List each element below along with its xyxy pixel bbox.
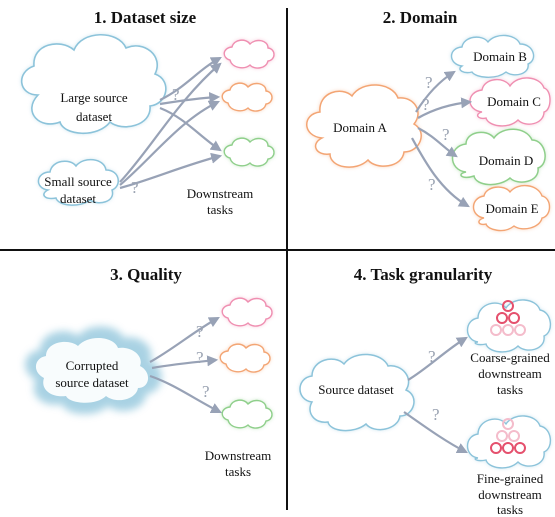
class-circle — [514, 442, 526, 454]
domain-b-cloud — [450, 34, 535, 78]
downstream-label-line2: tasks — [207, 202, 233, 217]
question-mark: ? — [196, 322, 204, 341]
downstream-label-line1: Downstream — [205, 448, 271, 463]
fine-label-line1: Fine-grained — [477, 471, 544, 486]
arrow — [415, 70, 456, 113]
panel-title: 1. Dataset size — [94, 8, 197, 27]
panel-domain: 2. Domain Domain A Domain B Domain C Dom… — [306, 8, 551, 232]
arrow — [159, 56, 222, 101]
arrow — [411, 137, 470, 208]
fine-grained-cloud — [466, 415, 551, 469]
panel-title: 4. Task granularity — [354, 265, 493, 284]
arrow — [417, 127, 458, 158]
class-circle — [490, 442, 502, 454]
corrupted-source-label-line2: source dataset — [55, 375, 129, 390]
arrow — [151, 355, 219, 370]
class-circle — [508, 430, 520, 442]
class-circle — [496, 430, 508, 442]
downstream-cloud-pink — [223, 39, 275, 69]
downstream-label-line2: tasks — [225, 464, 251, 479]
arrow — [159, 91, 221, 106]
class-circle — [502, 418, 514, 430]
source-dataset-cloud — [299, 353, 415, 432]
arrow — [149, 316, 220, 363]
domain-c-cloud — [469, 77, 551, 127]
downstream-cloud-green — [221, 399, 273, 429]
domain-c-label: Domain C — [487, 94, 541, 109]
panel-quality: 3. Quality Corrupted source dataset Down… — [25, 265, 273, 479]
domain-d-label: Domain D — [479, 153, 534, 168]
fine-label-line2: downstream — [478, 487, 542, 502]
class-circle — [502, 324, 514, 336]
question-mark: ? — [202, 382, 210, 401]
coarse-label-line1: Coarse-grained — [470, 350, 550, 365]
downstream-label-line1: Downstream — [187, 186, 253, 201]
coarse-circles — [490, 300, 526, 336]
panel-task-granularity: 4. Task granularity Source dataset Coars… — [299, 265, 551, 517]
fine-circles — [490, 418, 526, 454]
corrupted-source-label-line1: Corrupted — [66, 358, 119, 373]
panel-title: 2. Domain — [383, 8, 458, 27]
arrow — [407, 336, 468, 381]
corrupted-source-cloud — [25, 326, 162, 415]
domain-b-label: Domain B — [473, 49, 527, 64]
arrow — [159, 106, 222, 152]
question-mark: ? — [442, 125, 450, 144]
arrow — [119, 100, 220, 186]
downstream-cloud-orange — [221, 82, 273, 112]
downstream-cloud-green — [223, 137, 275, 167]
domain-a-label: Domain A — [333, 120, 387, 135]
question-mark: ? — [428, 175, 436, 194]
large-source-label-line2: dataset — [76, 109, 112, 124]
question-mark: ? — [432, 405, 440, 424]
domain-a-cloud — [306, 84, 422, 168]
question-mark: ? — [172, 85, 180, 104]
class-circle — [502, 442, 514, 454]
arrow — [119, 62, 222, 183]
small-source-label-line1: Small source — [44, 174, 112, 189]
question-mark: ? — [428, 347, 436, 366]
fine-label-line3: tasks — [497, 502, 523, 517]
domain-e-label: Domain E — [485, 201, 538, 216]
class-circle — [514, 324, 526, 336]
panel-title: 3. Quality — [110, 265, 182, 284]
coarse-label-line3: tasks — [497, 382, 523, 397]
question-mark: ? — [131, 178, 139, 197]
class-circle — [496, 312, 508, 324]
large-source-cloud — [20, 34, 167, 134]
small-source-label-line2: dataset — [60, 191, 96, 206]
downstream-cloud-orange — [219, 343, 271, 373]
large-source-label-line1: Large source — [60, 90, 127, 105]
question-mark: ? — [425, 73, 433, 92]
panel-dataset-size: 1. Dataset size Large source dataset Sma… — [20, 8, 275, 217]
arrow — [417, 97, 473, 119]
arrow — [119, 152, 223, 190]
domain-e-cloud — [472, 185, 551, 232]
source-dataset-label: Source dataset — [318, 382, 394, 397]
downstream-cloud-pink — [221, 297, 273, 327]
arrow — [403, 411, 468, 453]
question-mark: ? — [196, 348, 204, 367]
class-circle — [508, 312, 520, 324]
coarse-label-line2: downstream — [478, 366, 542, 381]
arrow — [149, 374, 222, 413]
small-source-cloud — [37, 158, 119, 206]
domain-d-cloud — [451, 128, 546, 186]
question-mark: ? — [422, 95, 430, 114]
class-circle — [490, 324, 502, 336]
class-circle — [502, 300, 514, 312]
